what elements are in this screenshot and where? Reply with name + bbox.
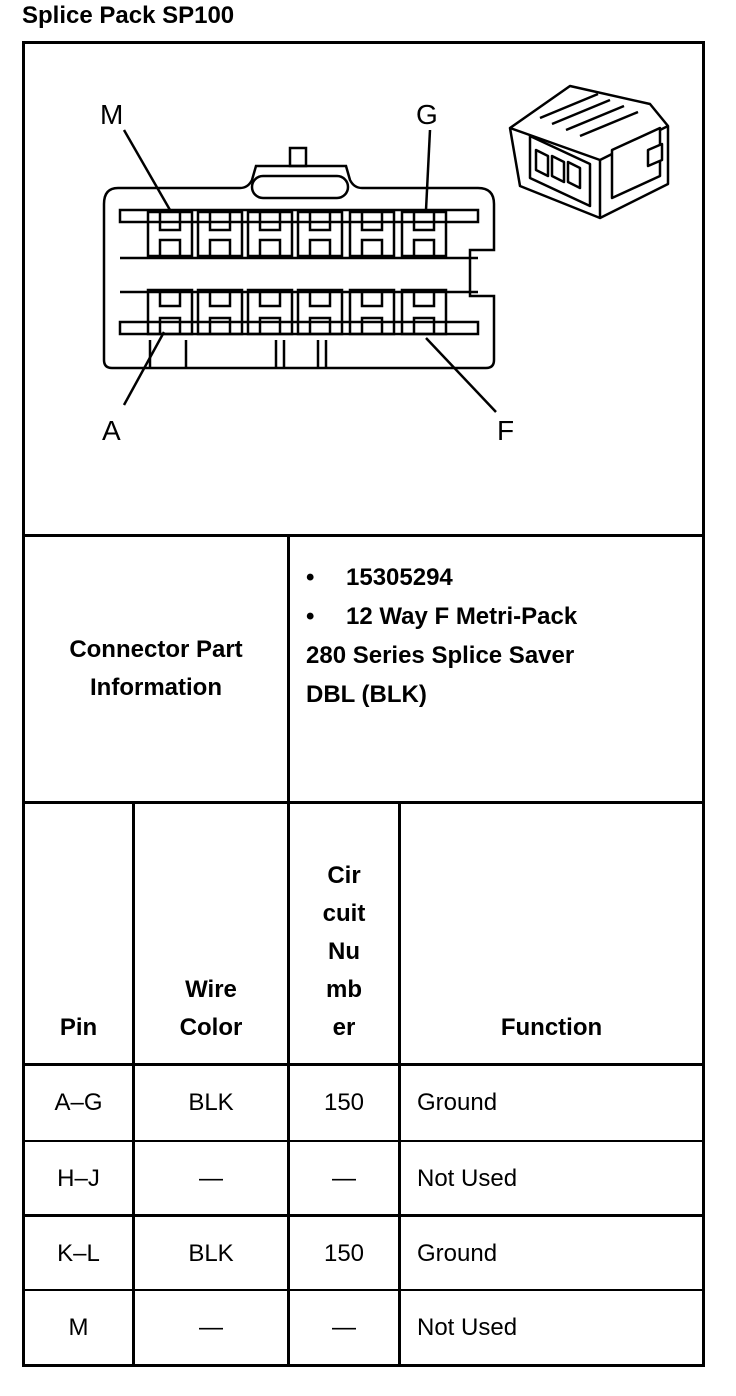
- connector-desc-line2: DBL (BLK): [306, 681, 427, 708]
- table-cell-function: Not Used: [417, 1165, 518, 1192]
- callout-m: M: [100, 99, 123, 130]
- cavity-bottom: [400, 288, 448, 336]
- cavity-top: [400, 210, 448, 258]
- cavity-top: [296, 210, 344, 258]
- table-cell-pin: M: [68, 1314, 89, 1341]
- divider-info-vertical: [287, 534, 290, 804]
- divider-col3: [398, 801, 401, 1367]
- callout-a: A: [102, 415, 121, 446]
- table-cell-function: Ground: [417, 1089, 498, 1116]
- cavity-top: [196, 210, 244, 258]
- callout-g: G: [416, 99, 438, 130]
- divider-diagram: [22, 534, 705, 537]
- divider-col1: [132, 801, 135, 1367]
- divider-row2: [22, 1214, 705, 1217]
- bullet-connector-type: •12 Way F Metri-Pack: [306, 603, 578, 630]
- table-cell-circuit: 150: [323, 1240, 365, 1267]
- header-pin: Pin: [59, 1014, 98, 1041]
- table-cell-pin: H–J: [57, 1165, 100, 1192]
- header-wire-color: Wire Color: [179, 976, 243, 1041]
- cavity-top: [246, 210, 294, 258]
- header-function: Function: [500, 1014, 603, 1041]
- divider-row3: [22, 1289, 705, 1291]
- connector-table-frame: [22, 41, 705, 1367]
- callout-f: F: [497, 415, 514, 446]
- table-cell-circuit: —: [332, 1165, 356, 1192]
- connector-info-details: •15305294 •12 Way F Metri-Pack 280 Serie…: [306, 558, 696, 714]
- connector-desc-line1: 280 Series Splice Saver: [306, 642, 575, 669]
- table-cell-wire: —: [199, 1165, 223, 1192]
- cavity-bottom: [348, 288, 396, 336]
- table-cell-function: Ground: [417, 1240, 498, 1267]
- cavity-top: [146, 210, 194, 258]
- table-cell-wire: BLK: [188, 1089, 234, 1116]
- table-cell-circuit: —: [332, 1314, 356, 1341]
- divider-header: [22, 1063, 705, 1066]
- connector-info-label-line1: Connector Part: [69, 636, 243, 663]
- table-cell-pin: A–G: [54, 1089, 103, 1116]
- bullet-part-number: •15305294: [306, 564, 453, 591]
- cavity-bottom: [246, 288, 294, 336]
- divider-col2: [287, 801, 290, 1367]
- connector-info-label-line2: Information: [90, 674, 222, 701]
- cavity-bottom: [146, 288, 194, 336]
- table-cell-wire: BLK: [188, 1240, 234, 1267]
- connector-info-label: Connector Part Information: [25, 537, 287, 801]
- page-title: Splice Pack SP100: [22, 2, 235, 29]
- cavity-top: [348, 210, 396, 258]
- header-circuit-number: Cir cuit Nu mb er: [322, 862, 366, 1041]
- connector-face-diagram: M G A F: [100, 84, 670, 446]
- divider-row1: [22, 1140, 705, 1142]
- table-cell-wire: —: [199, 1314, 223, 1341]
- table-cell-pin: K–L: [57, 1240, 100, 1267]
- table-cell-function: Not Used: [417, 1314, 518, 1341]
- divider-info: [22, 801, 705, 804]
- cavity-bottom: [296, 288, 344, 336]
- table-cell-circuit: 150: [323, 1089, 365, 1116]
- cavity-bottom: [196, 288, 244, 336]
- connector-isometric-icon: [508, 84, 670, 220]
